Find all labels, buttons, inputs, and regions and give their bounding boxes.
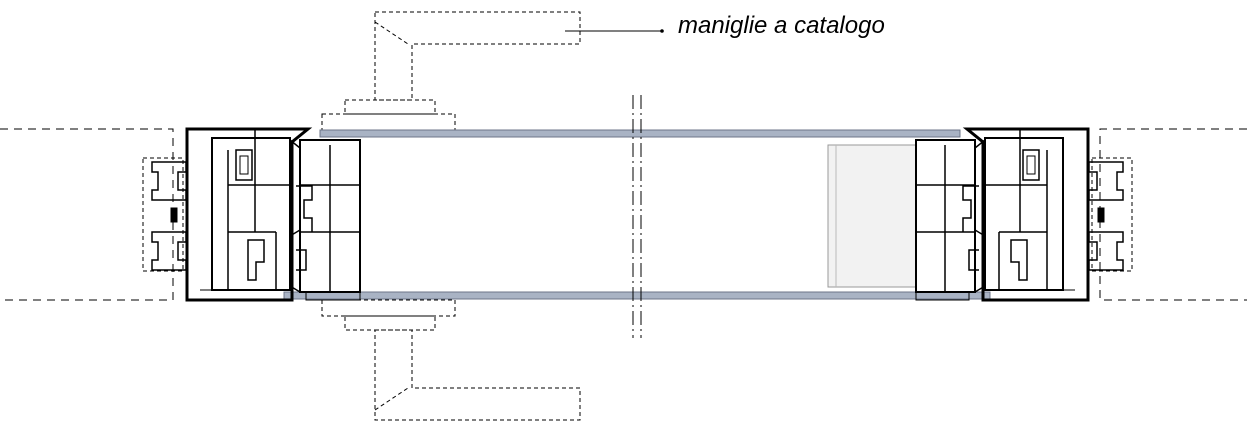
wall-outline-right bbox=[1091, 128, 1247, 301]
wall-outline-left bbox=[0, 128, 184, 301]
frame-profile-right bbox=[962, 127, 1124, 302]
sash-profile-left bbox=[289, 139, 361, 301]
frame-profile-left bbox=[151, 127, 313, 302]
handle-bottom bbox=[321, 299, 581, 421]
center-break-lines bbox=[632, 95, 642, 338]
annotation-label: maniglie a catalogo bbox=[678, 12, 885, 39]
sash-profile-right bbox=[915, 139, 986, 301]
handle-top bbox=[321, 11, 581, 131]
annotation-leader bbox=[565, 29, 664, 33]
glass-pane bbox=[283, 129, 991, 300]
